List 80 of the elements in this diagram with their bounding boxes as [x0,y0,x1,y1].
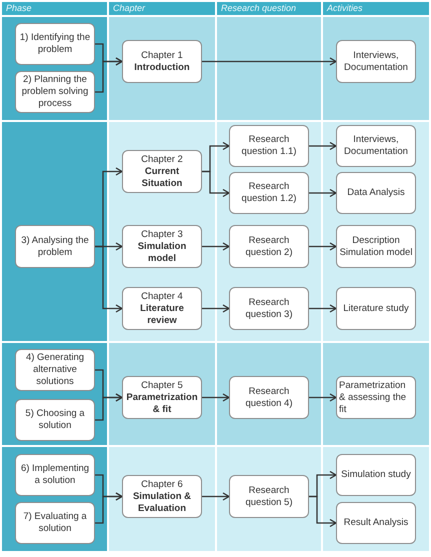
box-label: 2) Planning the problem solving process [20,74,90,110]
arrow [202,393,230,402]
box-label: Chapter 4 [141,290,183,302]
arrow [95,492,123,524]
box-label: Interviews, Documentation [343,50,409,74]
chapter-box [122,225,202,268]
box-label: Data Analysis [347,187,405,199]
activity-box [336,454,416,496]
phase-box [15,502,95,544]
box-title: Simulation & Evaluation [132,490,192,514]
box-title: Simulation model [136,240,188,264]
activity-box [336,287,416,330]
box-label: 6) Implementing a solution [20,463,90,487]
question-box [229,125,309,167]
column-header: Phase [2,2,107,15]
activity-box [336,376,416,419]
box-label: Research question 2) [244,234,294,258]
box-label: Parametrization & assessing the fit [339,380,408,416]
box-label: Research question 1.2) [240,181,298,205]
column-header: Activities [323,2,429,15]
arrow [202,57,337,66]
box-label: Research question 5) [244,484,294,508]
box-label: Simulation study [341,469,411,481]
arrow [202,492,230,501]
activity-box [336,172,416,214]
phase-box [15,349,95,391]
phase-box [15,225,95,268]
chapter-box [122,150,202,193]
question-box [229,287,309,330]
box-label: Literature study [343,302,409,314]
box-label: Chapter 3 [141,228,183,240]
box-label: Chapter 5 [141,380,183,392]
chapter-box [122,475,202,518]
arrow [309,496,337,528]
arrow [202,170,230,198]
box-label: Chapter 6 [141,478,183,490]
box-title: Literature review [139,302,185,326]
phase-box [15,454,95,496]
arrow [309,393,337,402]
activity-box [336,502,416,544]
activity-box [336,40,416,83]
arrow [309,188,337,198]
box-label: Research question 3) [244,296,294,320]
arrow [95,246,123,313]
question-box [229,172,309,214]
box-label: 3) Analysing the problem [20,234,90,258]
box-label: 7) Evaluating a solution [22,511,88,535]
phase-box [15,399,95,441]
box-label: 1) Identifying the problem [18,32,92,56]
arrow [202,304,230,313]
box-label: Result Analysis [344,517,408,529]
arrow [309,304,337,313]
chapter-box [122,287,202,330]
box-label: 4) Generating alternative solutions [24,352,86,388]
arrow [309,242,337,251]
phase-box [15,71,95,113]
column-header: Chapter [109,2,215,15]
box-label: Chapter 2 [141,154,183,166]
box-title: Current Situation [140,166,184,190]
box-label: Chapter 1 [141,50,183,62]
box-label: Description Simulation model [339,234,413,258]
arrow [95,393,123,421]
arrow [95,57,123,93]
chapter-box [122,376,202,419]
box-title: Parametrization & fit [125,392,199,416]
box-label: Interviews, Documentation [343,134,409,158]
column-header: Research question [217,2,321,15]
activity-box [336,125,416,167]
activity-box [336,225,416,268]
arrow [202,242,230,251]
box-label: Research question 1.1) [240,134,298,158]
question-box [229,225,309,268]
phase-box [15,23,95,65]
question-box [229,376,309,419]
box-title: Introduction [134,62,190,74]
arrow [309,142,337,150]
box-label: Research question 4) [244,386,294,410]
box-label: 5) Choosing a solution [24,408,86,432]
chapter-box [122,40,202,83]
question-box [229,475,309,518]
